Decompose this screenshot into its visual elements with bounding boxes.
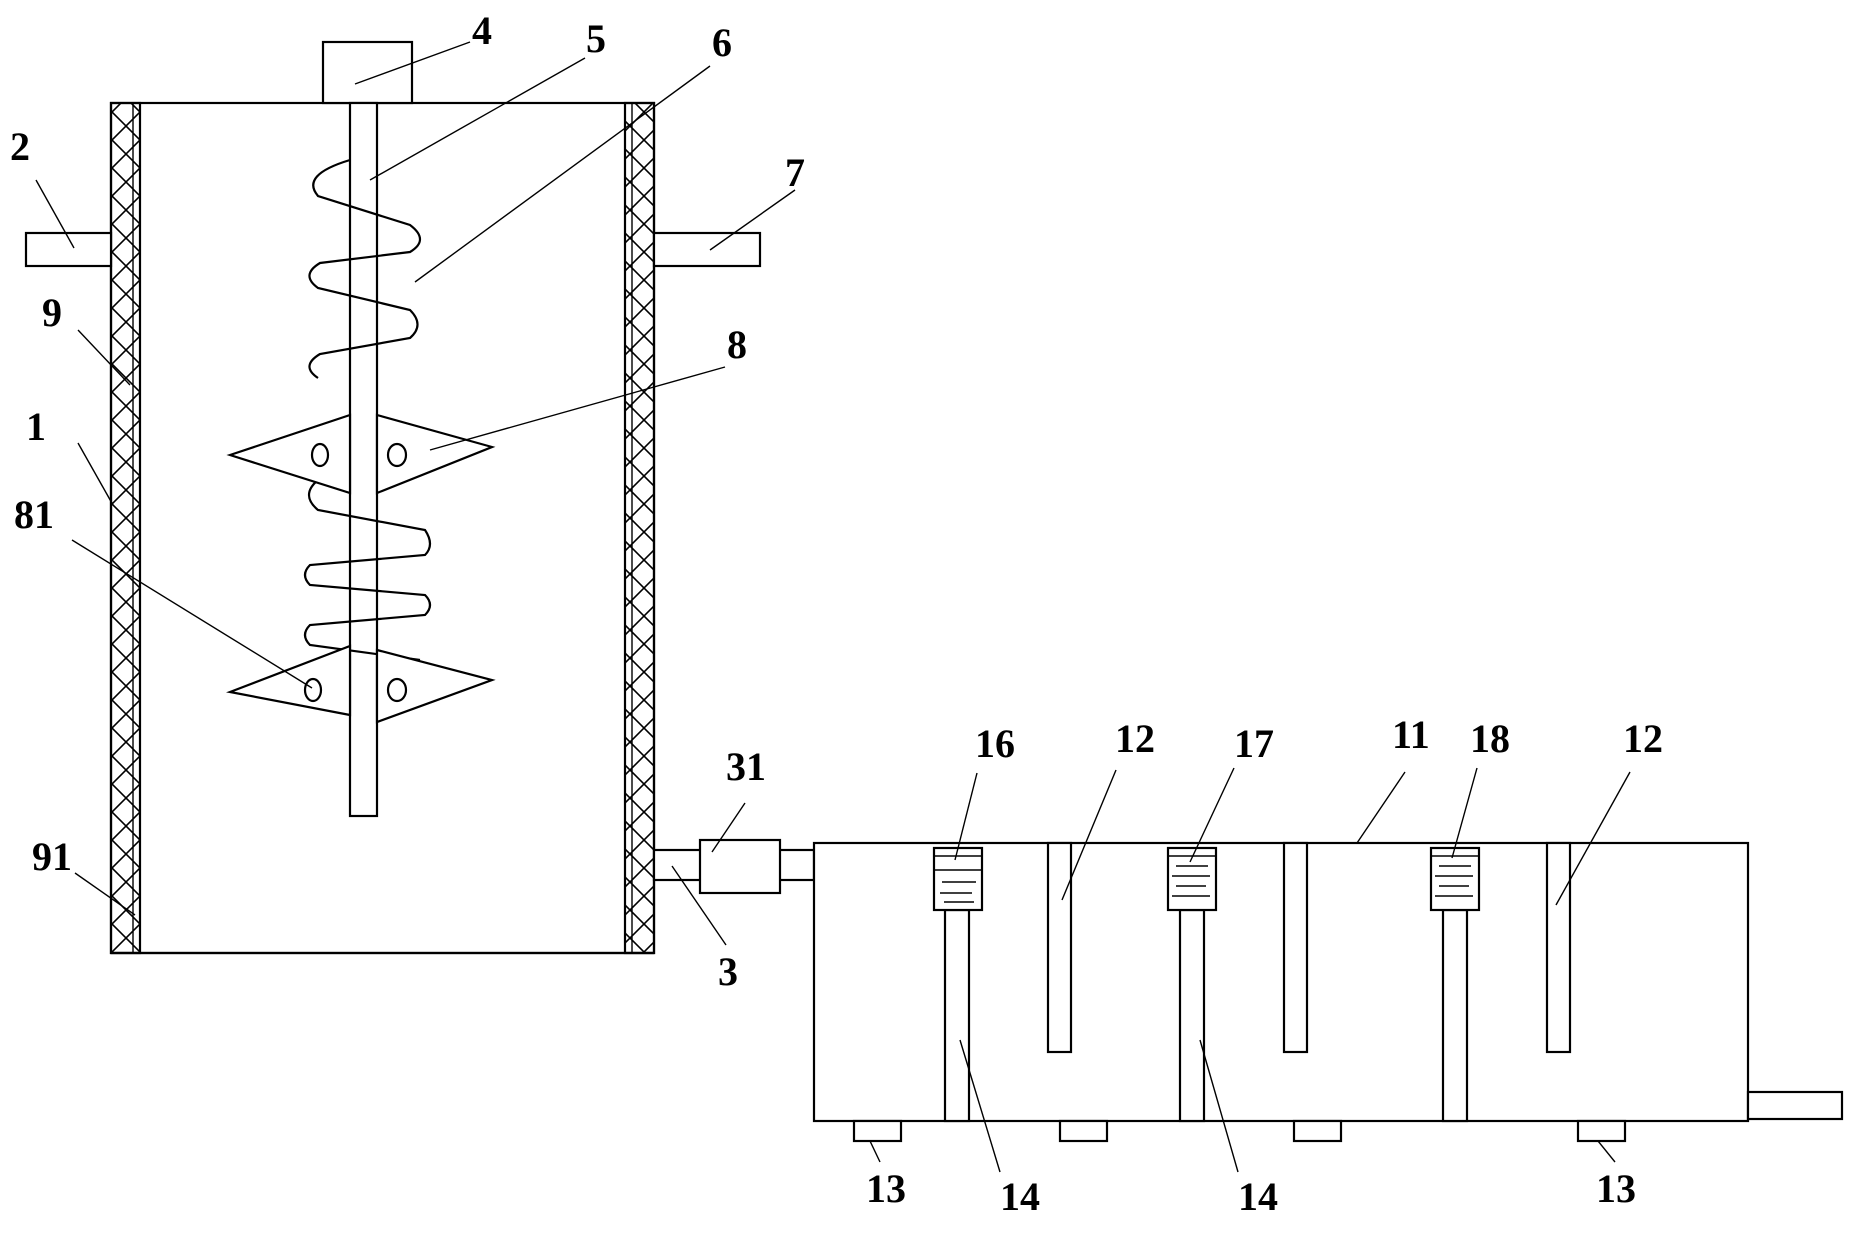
labels: 4 5 6 2 7 9 8 1 81 31 16 12 17 11 18 12 …	[10, 8, 1663, 1219]
label-17: 17	[1234, 721, 1274, 766]
partition	[1178, 908, 1206, 1123]
label-3: 3	[718, 949, 738, 994]
drain-pipe	[1746, 1090, 1844, 1121]
paddle-hole	[386, 442, 408, 468]
baffle	[1046, 841, 1073, 1054]
drain-outlet	[1576, 1119, 1627, 1143]
leader-lines	[35, 41, 1631, 1173]
baffle	[1282, 841, 1309, 1054]
label-14-right: 14	[1238, 1174, 1278, 1219]
partition	[943, 908, 971, 1123]
label-9: 9	[42, 290, 62, 335]
label-7: 7	[785, 150, 805, 195]
label-5: 5	[586, 16, 606, 61]
label-1: 1	[26, 404, 46, 449]
label-11: 11	[1392, 712, 1430, 757]
lower-paddle	[226, 644, 496, 724]
left-insulation-wall	[109, 101, 142, 955]
filter-box-18	[1429, 846, 1481, 912]
paddle-hole	[386, 677, 408, 703]
label-6: 6	[712, 20, 732, 65]
mixing-tank	[24, 40, 816, 955]
drain-outlet	[852, 1119, 903, 1143]
label-12-right: 12	[1623, 716, 1663, 761]
settling-box	[812, 841, 1844, 1143]
stirring-shaft	[348, 101, 379, 818]
baffle	[1545, 841, 1572, 1054]
tank-body	[109, 101, 656, 955]
label-8: 8	[727, 322, 747, 367]
label-16: 16	[975, 721, 1015, 766]
paddle-hole	[303, 677, 323, 703]
label-14-left: 14	[1000, 1174, 1040, 1219]
drain-outlet	[1292, 1119, 1343, 1143]
upper-paddle	[226, 413, 496, 495]
partition	[1441, 908, 1469, 1123]
label-81: 81	[14, 492, 54, 537]
label-13-left: 13	[866, 1166, 906, 1211]
label-12-left: 12	[1115, 716, 1155, 761]
label-4: 4	[472, 8, 492, 53]
motor	[321, 40, 414, 105]
label-18: 18	[1470, 716, 1510, 761]
right-insulation-wall	[623, 101, 656, 955]
label-31: 31	[726, 744, 766, 789]
side-pipe	[652, 231, 762, 268]
drain-outlet	[1058, 1119, 1109, 1143]
valve	[698, 838, 782, 895]
label-13-right: 13	[1596, 1166, 1636, 1211]
filter-box-16	[932, 846, 984, 912]
label-91: 91	[32, 834, 72, 879]
spiral-blade	[303, 158, 432, 662]
paddle-hole	[310, 442, 330, 468]
label-2: 2	[10, 124, 30, 169]
